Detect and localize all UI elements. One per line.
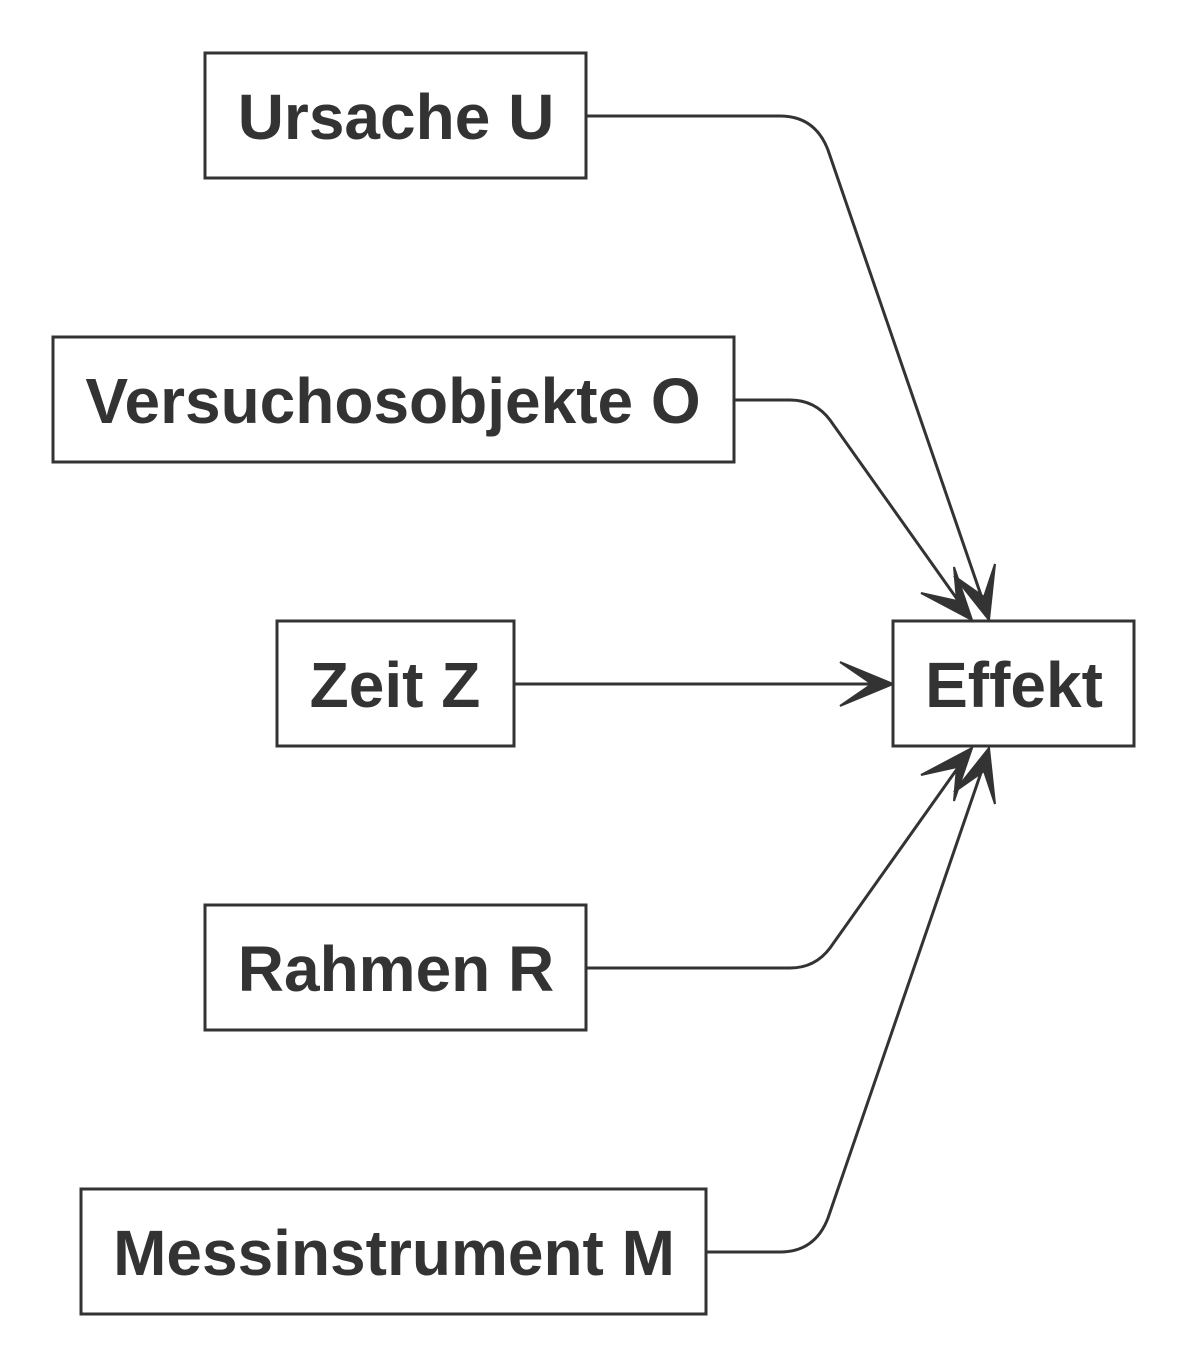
arrowhead-rahmen <box>920 745 974 802</box>
node-box-zeit <box>275 619 516 748</box>
node-label-rahmen: Rahmen R <box>238 933 555 1005</box>
node-effekt: Effekt <box>891 619 1136 748</box>
node-label-messinstrument: Messinstrument M <box>113 1217 675 1289</box>
node-label-zeit: Zeit Z <box>310 649 481 721</box>
node-box-effekt <box>891 619 1136 748</box>
edge-rahmen-to-effekt <box>587 761 964 970</box>
node-box-versuchsobjekte <box>51 335 736 464</box>
node-label-versuchsobjekte: Versuchosobjekte O <box>85 365 700 437</box>
arrowhead-zeit <box>839 661 896 707</box>
arrowhead-ursache <box>953 563 996 623</box>
node-versuchsobjekte: Versuchosobjekte O <box>51 335 736 464</box>
node-label-ursache: Ursache U <box>238 81 555 153</box>
node-box-ursache <box>203 51 588 180</box>
edge-ursache-to-effekt <box>587 114 986 605</box>
edge-versuchsobjekte-to-effekt <box>735 398 964 607</box>
node-zeit: Zeit Z <box>275 619 516 748</box>
node-messinstrument: Messinstrument M <box>79 1187 708 1316</box>
arrowhead-versuchsobjekte <box>920 566 974 623</box>
node-ursache: Ursache U <box>203 51 588 180</box>
edges <box>515 114 996 1254</box>
node-rahmen: Rahmen R <box>203 903 588 1032</box>
edge-messinstrument-to-effekt <box>707 763 986 1254</box>
node-label-effekt: Effekt <box>925 649 1103 721</box>
node-box-messinstrument <box>79 1187 708 1316</box>
node-box-rahmen <box>203 903 588 1032</box>
arrowhead-messinstrument <box>953 745 996 805</box>
